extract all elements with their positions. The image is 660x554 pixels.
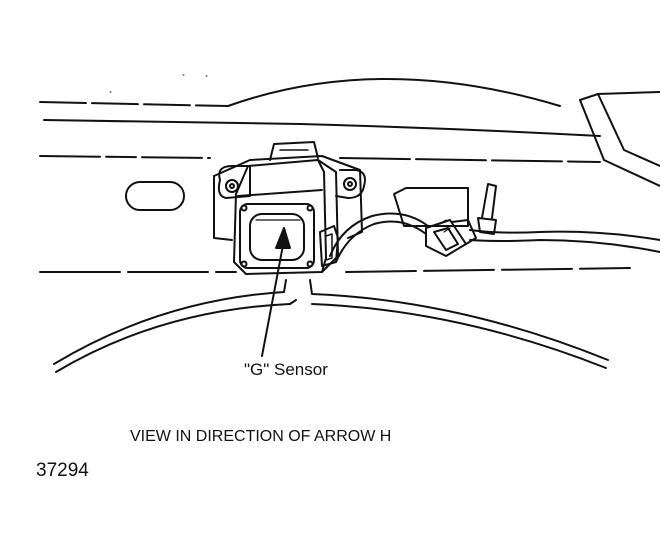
figure-number: 37294	[36, 460, 89, 481]
sensor-label: "G" Sensor	[244, 360, 328, 379]
lower-contour	[53, 279, 609, 373]
panel-slots	[125, 181, 469, 227]
view-caption: VIEW IN DIRECTION OF ARROW H	[130, 428, 392, 445]
left-bolt-icon	[225, 179, 239, 193]
sensor-leader-arrow	[261, 227, 291, 357]
sensor-side-plug	[319, 225, 339, 267]
sensor-mounting-ears	[217, 165, 366, 199]
sensor-top-tab	[269, 141, 319, 161]
wire-harness	[329, 212, 660, 263]
background-dome	[227, 78, 561, 107]
right-bracket	[579, 91, 660, 187]
sensor-connector-face	[239, 203, 315, 269]
wire-clip	[477, 183, 497, 235]
panel-edges	[39, 101, 631, 273]
sensor-mounting-plate	[213, 155, 363, 241]
right-bolt-icon	[343, 177, 357, 191]
harness-connector	[425, 219, 477, 257]
print-specks	[109, 74, 208, 93]
